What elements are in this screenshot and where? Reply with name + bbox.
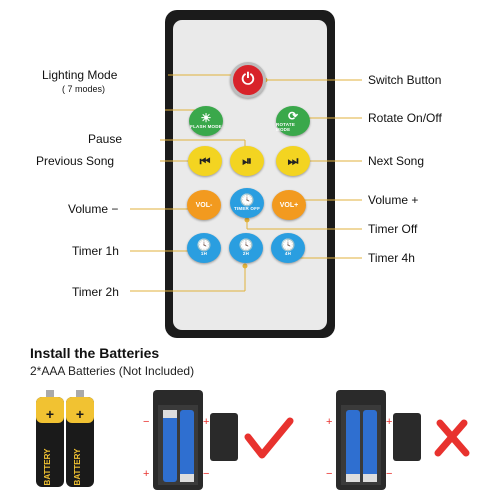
svg-text:−: − (143, 416, 149, 428)
power-icon: ⏻ (241, 71, 255, 88)
svg-text:+: + (46, 406, 54, 422)
svg-text:−: − (203, 468, 209, 480)
clock-icon: 🕓 (280, 238, 296, 253)
svg-text:BATTERY: BATTERY (73, 448, 82, 486)
timer-1h-label: 1H (200, 251, 208, 257)
timer-2h-label: 2H (242, 251, 250, 257)
volume-minus-label: Volume − (68, 202, 119, 216)
timer-off-label: TIMER OFF (233, 206, 261, 212)
flash-mode-label: FLASH MODE (190, 124, 222, 130)
pause-label: Pause (88, 132, 123, 146)
flash-mode-button[interactable]: ☀ FLASH MODE (189, 106, 223, 136)
timer-1h-label: Timer 1h (72, 244, 119, 258)
aaa-battery: + BATTERY (66, 390, 94, 487)
next-song-button[interactable]: ⏭ (276, 146, 310, 176)
svg-text:+: + (143, 468, 149, 480)
switch-button-label: Switch Button (368, 73, 442, 87)
clock-icon: 🕓 (196, 238, 212, 253)
svg-text:+: + (386, 416, 392, 428)
correct-installation: − + + − (143, 390, 294, 490)
play-pause-icon: ⏯ (242, 154, 252, 168)
checkmark-icon (244, 417, 294, 459)
skip-back-icon: ⏮ (199, 154, 211, 168)
svg-text:+: + (326, 416, 332, 428)
lighting-modes-count: ( 7 modes) (62, 84, 106, 94)
timer-off-button[interactable]: 🕓 TIMER OFF (230, 188, 264, 218)
svg-text:+: + (203, 416, 209, 428)
vol-plus-label: VOL+ (279, 201, 299, 209)
timer-2h-label: Timer 2h (72, 285, 119, 299)
volume-plus-button[interactable]: VOL+ (272, 190, 306, 220)
play-pause-button[interactable]: ⏯ (230, 146, 264, 176)
svg-text:+: + (76, 406, 84, 422)
clock-icon: 🕓 (238, 238, 254, 253)
volume-plus-label: Volume + (368, 193, 419, 207)
rotate-icon: ⟳ (287, 109, 299, 123)
timer-4h-text: Timer 4h (368, 251, 415, 265)
wrong-installation: + + − − (326, 390, 470, 490)
rotate-mode-button[interactable]: ⟳ ROTATE MODE (276, 106, 310, 136)
battery-illustrations: + BATTERY + BATTERY − + + − + + − − (36, 390, 470, 490)
rotate-mode-label: ROTATE MODE (276, 122, 296, 132)
batteries-subheading: 2*AAA Batteries (Not Included) (30, 364, 195, 378)
aaa-battery: + BATTERY (36, 390, 64, 487)
timer-4h-button[interactable]: 🕓 4H (271, 233, 305, 263)
timer-1h-button[interactable]: 🕓 1H (187, 233, 221, 263)
vol-minus-label: VOL- (195, 201, 213, 209)
timer-off-text: Timer Off (368, 222, 418, 236)
power-button[interactable]: ⏻ (230, 62, 266, 98)
skip-forward-icon: ⏭ (287, 154, 299, 168)
lighting-mode-label: Lighting Mode (42, 68, 118, 82)
timer-2h-button[interactable]: 🕓 2H (229, 233, 263, 263)
next-song-label: Next Song (368, 154, 425, 168)
rotate-label: Rotate On/Off (368, 111, 442, 125)
cross-icon (434, 419, 470, 457)
previous-song-button[interactable]: ⏮ (188, 146, 222, 176)
sun-icon: ☀ (200, 111, 212, 126)
install-batteries-heading: Install the Batteries (30, 345, 160, 361)
previous-song-label: Previous Song (36, 154, 115, 168)
svg-text:−: − (386, 468, 392, 480)
svg-text:−: − (326, 468, 332, 480)
clock-icon: 🕓 (239, 193, 255, 208)
timer-4h-label: 4H (284, 251, 292, 257)
svg-text:BATTERY: BATTERY (43, 448, 52, 486)
volume-minus-button[interactable]: VOL- (187, 190, 221, 220)
